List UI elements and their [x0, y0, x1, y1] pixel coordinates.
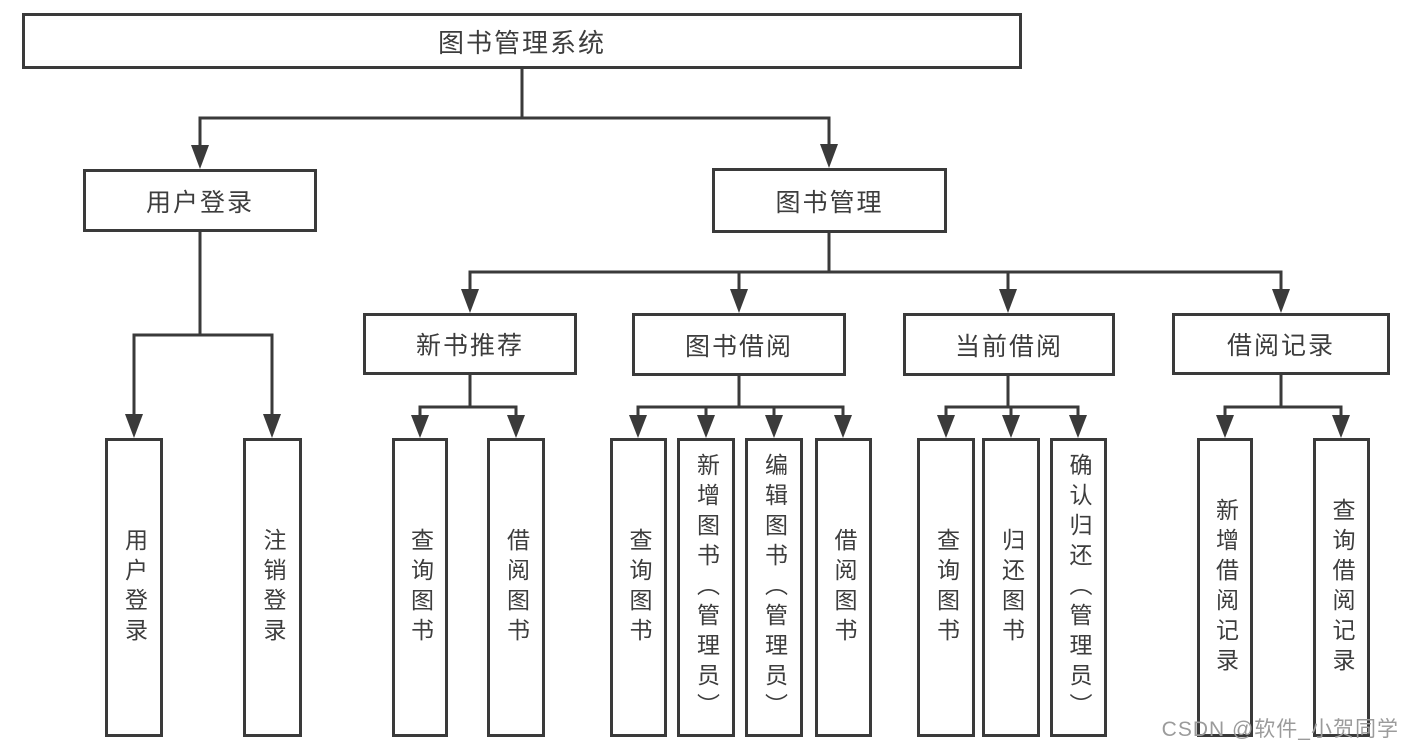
connector-book-borrow-children: [629, 373, 852, 438]
watermark: CSDN @软件_小贺同学: [1161, 718, 1399, 741]
arrowhead-icon: [820, 144, 838, 168]
node-label: 用户登录: [121, 527, 148, 648]
connector-new-book-rec-children: [411, 373, 525, 438]
node-label: 图书借阅: [684, 332, 793, 361]
node-label: 查询图书: [933, 527, 960, 648]
node-label: 新增图书（管理员）: [693, 452, 720, 723]
arrowhead-icon: [765, 415, 783, 438]
arrowhead-icon: [1332, 415, 1350, 438]
arrowhead-icon: [191, 145, 209, 169]
node-borrowing-records: 借阅记录: [1172, 313, 1390, 375]
arrowhead-icon: [937, 415, 955, 438]
node-user-login: 用户登录: [83, 169, 317, 232]
leaf-add-books-admin: 新增图书（管理员）: [677, 438, 735, 737]
node-book-management: 图书管理: [712, 168, 947, 233]
node-label: 查询图书: [626, 527, 652, 648]
arrowhead-icon: [263, 414, 281, 438]
arrowhead-icon: [834, 415, 852, 438]
arrowhead-icon: [507, 415, 525, 438]
arrowhead-icon: [125, 414, 143, 438]
leaf-borrow-books-1: 借阅图书: [487, 438, 545, 737]
connector-root-to-level2: [191, 66, 838, 169]
leaf-borrow-books-2: 借阅图书: [815, 438, 872, 737]
arrowhead-icon: [411, 415, 429, 438]
node-current-borrowing: 当前借阅: [903, 313, 1115, 376]
node-label: 用户登录: [145, 188, 254, 217]
node-label: 新书推荐: [415, 332, 524, 360]
arrowhead-icon: [629, 415, 647, 438]
node-label: 确认归还（管理员）: [1066, 452, 1092, 723]
node-label: 查询图书: [407, 527, 434, 648]
leaf-return-books: 归还图书: [982, 438, 1040, 737]
arrowhead-icon: [1216, 415, 1234, 438]
node-root-system: 图书管理系统: [22, 13, 1022, 69]
connector-book-mgmt-to-level3: [461, 231, 1290, 313]
node-label: 注销登录: [260, 527, 286, 648]
connector-current-borrow-children: [937, 373, 1087, 438]
arrowhead-icon: [730, 289, 748, 313]
arrowhead-icon: [1069, 415, 1087, 438]
node-label: 借阅图书: [831, 527, 857, 648]
leaf-add-borrow-record: 新增借阅记录: [1197, 438, 1253, 737]
connector-user-login-children: [125, 230, 281, 438]
arrowhead-icon: [461, 289, 479, 313]
leaf-user-login: 用户登录: [105, 438, 163, 737]
leaf-query-books-3: 查询图书: [917, 438, 975, 737]
node-label: 借阅图书: [503, 527, 530, 648]
node-book-borrowing: 图书借阅: [632, 313, 846, 376]
node-label: 编辑图书（管理员）: [761, 452, 788, 723]
arrowhead-icon: [999, 289, 1017, 313]
leaf-query-books-1: 查询图书: [392, 438, 448, 737]
node-label: 查询借阅记录: [1329, 497, 1355, 678]
leaf-edit-books-admin: 编辑图书（管理员）: [745, 438, 803, 737]
node-label: 图书管理系统: [437, 27, 606, 58]
connector-borrow-record-children: [1216, 373, 1350, 438]
leaf-logout: 注销登录: [243, 438, 302, 737]
node-label: 新增借阅记录: [1212, 497, 1239, 678]
arrowhead-icon: [1002, 415, 1020, 438]
node-label: 归还图书: [998, 527, 1025, 648]
node-label: 当前借阅: [954, 332, 1063, 361]
node-label: 图书管理: [775, 188, 884, 217]
leaf-query-books-2: 查询图书: [610, 438, 667, 737]
arrowhead-icon: [1272, 289, 1290, 313]
leaf-query-borrow-record: 查询借阅记录: [1313, 438, 1370, 737]
node-label: 借阅记录: [1226, 332, 1335, 360]
leaf-confirm-return-admin: 确认归还（管理员）: [1050, 438, 1107, 737]
node-new-book-recommendation: 新书推荐: [363, 313, 577, 375]
arrowhead-icon: [697, 415, 715, 438]
